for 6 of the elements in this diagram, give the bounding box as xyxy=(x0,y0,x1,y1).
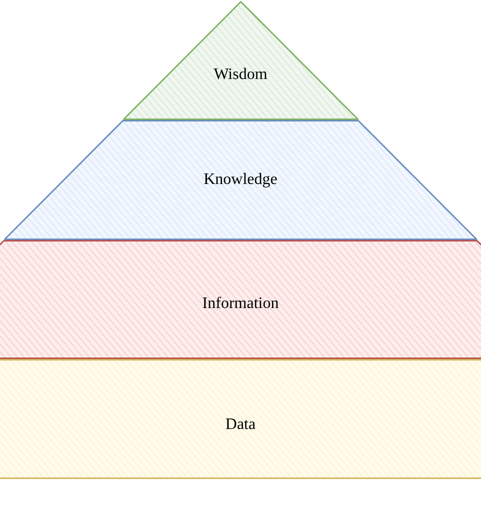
pyramid-apex-triangle xyxy=(122,1,358,120)
tier-label: Wisdom xyxy=(214,65,268,85)
tier-label: Knowledge xyxy=(204,170,278,190)
tier-label: Data xyxy=(225,415,256,435)
pyramid-tier xyxy=(4,120,478,240)
tier-label: Information xyxy=(202,294,279,314)
